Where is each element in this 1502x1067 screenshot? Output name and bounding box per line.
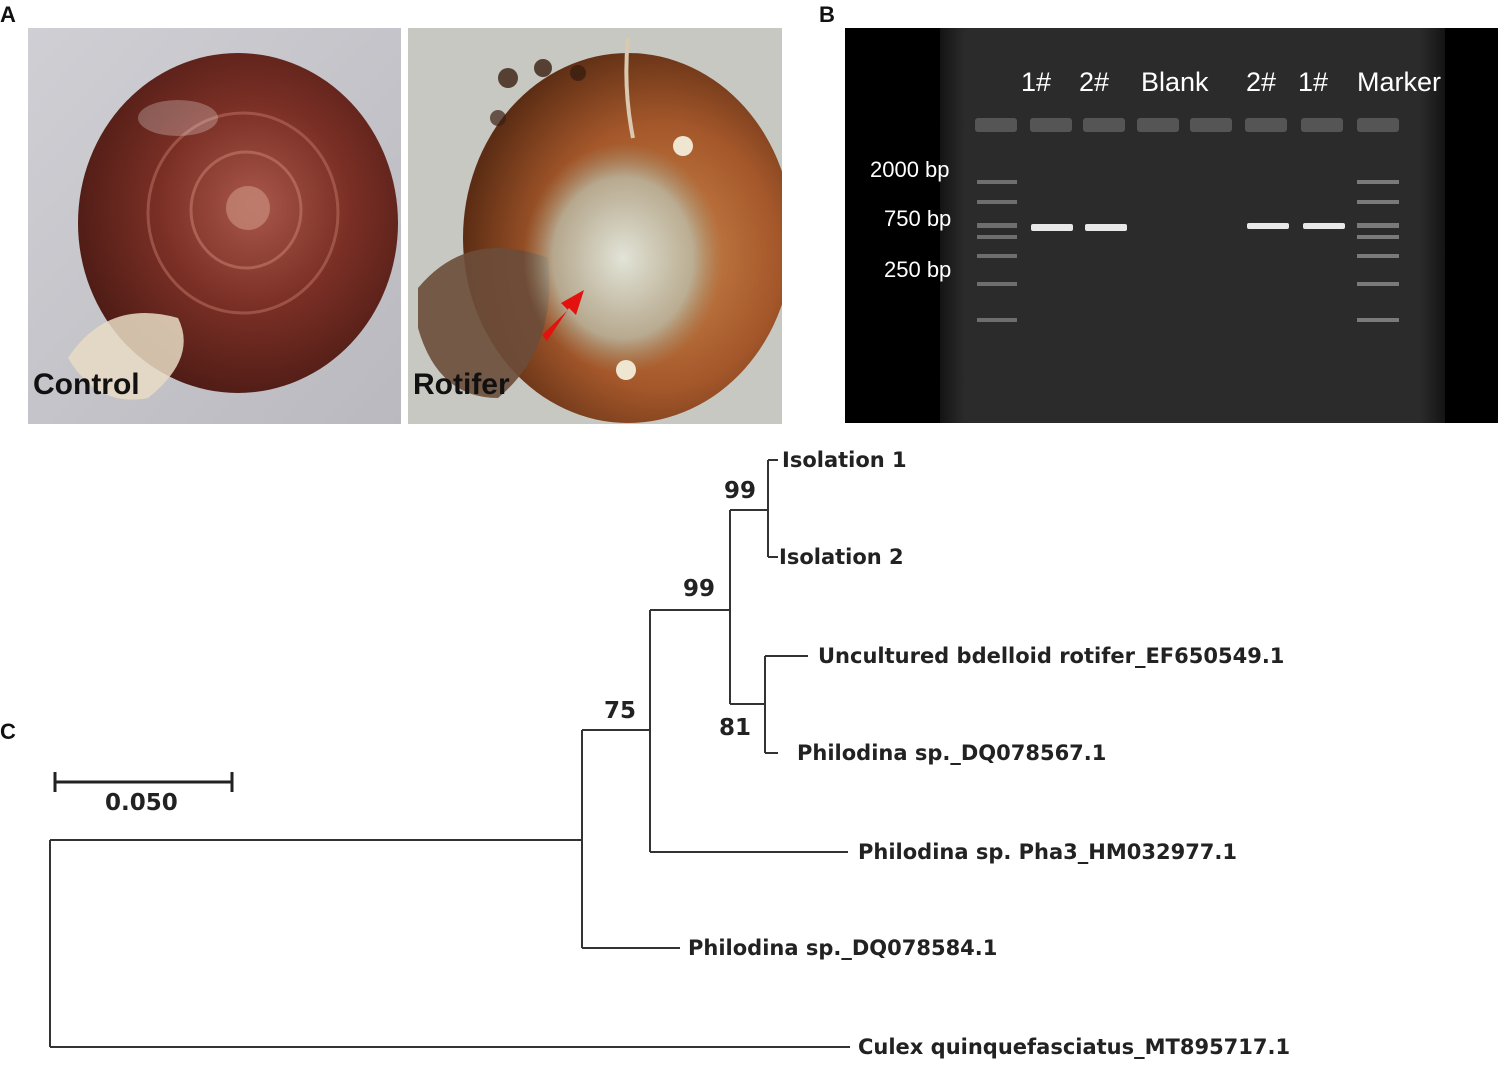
well-marker-right: [1357, 118, 1399, 132]
panel-label-b: B: [819, 2, 835, 27]
bootstrap-isolation-node: 99: [724, 478, 756, 504]
band-lane-1: [1031, 224, 1073, 231]
lane-label-1: 1#: [1021, 67, 1052, 97]
well-blank-1: [1137, 118, 1179, 132]
rotifer-caption: Rotifer: [413, 368, 510, 401]
well-blank-2: [1190, 118, 1232, 132]
control-caption: Control: [33, 368, 140, 401]
scale-bar: [53, 772, 234, 792]
taxon-label: Philodina sp._DQ078584.1: [688, 936, 997, 960]
taxon-label: Philodina sp. Pha3_HM032977.1: [858, 840, 1237, 864]
bootstrap-philodina-node: 81: [719, 715, 751, 741]
size-label-2000: 2000 bp: [870, 157, 950, 182]
well-lane-1: [1030, 118, 1072, 132]
lane-label-3: 2#: [1246, 67, 1277, 97]
control-snail-photo: [28, 28, 401, 424]
lane-label-marker: Marker: [1357, 67, 1442, 97]
taxon-label: Isolation 1: [782, 448, 907, 472]
band-lane-4: [1303, 223, 1345, 229]
gel-image: 1# 2# Blank 2# 1# Marker 2000 bp 750 bp …: [845, 28, 1498, 423]
size-label-250: 250 bp: [884, 257, 952, 282]
panel-label-c: C: [0, 719, 16, 744]
bootstrap-rotifer-node: 99: [683, 576, 715, 602]
taxon-label: Isolation 2: [779, 545, 904, 569]
lane-label-blank: Blank: [1141, 67, 1209, 97]
well-lane-2: [1083, 118, 1125, 132]
taxon-label: Culex quinquefasciatus_MT895717.1: [858, 1035, 1290, 1059]
lane-label-2: 2#: [1079, 67, 1110, 97]
phylogenetic-tree: 0.050 99 99 81 75 Isolation 1 Isolation …: [49, 448, 1290, 1059]
size-label-750: 750 bp: [884, 206, 952, 231]
well-lane-4: [1301, 118, 1343, 132]
rotifer-snail-photo: [408, 28, 782, 424]
lane-label-4: 1#: [1298, 67, 1329, 97]
taxon-label: Uncultured bdelloid rotifer_EF650549.1: [818, 644, 1284, 668]
panel-label-a: A: [0, 2, 16, 27]
band-lane-2: [1085, 224, 1127, 231]
well-lane-3: [1245, 118, 1287, 132]
well-marker-left: [975, 118, 1017, 132]
scale-label: 0.050: [105, 790, 178, 816]
band-lane-3: [1247, 223, 1289, 229]
tree-branches: [49, 459, 850, 1048]
taxon-label: Philodina sp._DQ078567.1: [797, 741, 1106, 765]
bootstrap-pha3-node: 75: [604, 698, 636, 724]
